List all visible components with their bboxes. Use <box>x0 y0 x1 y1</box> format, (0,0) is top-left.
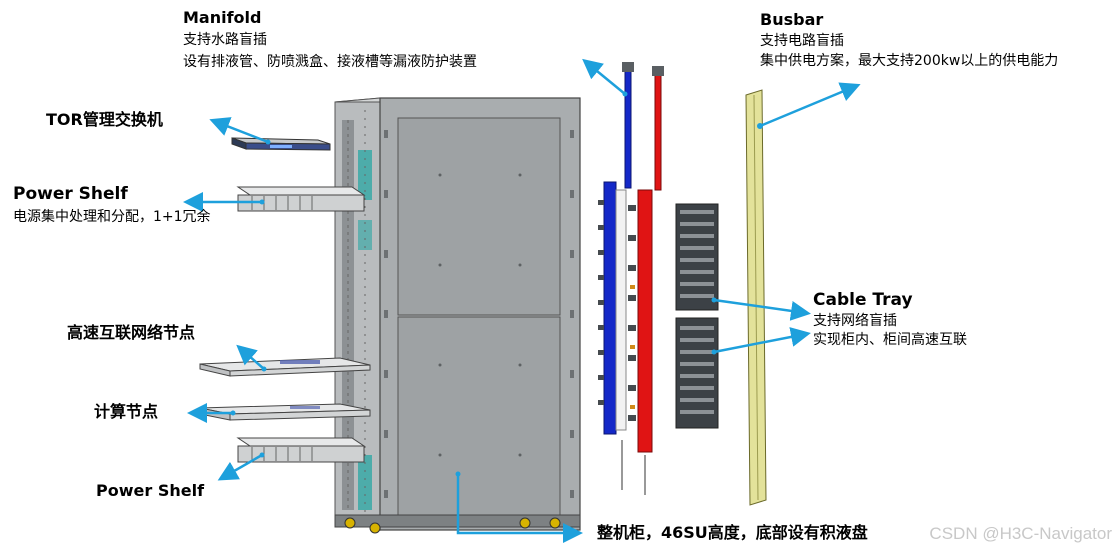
tor-switch-label: TOR管理交换机 <box>46 110 163 129</box>
leader-arrows <box>183 58 861 543</box>
manifold-desc-2: 设有排液管、防喷溅盒、接液槽等漏液防护装置 <box>183 54 477 70</box>
arrow-cabinet <box>456 474 583 543</box>
cable-tray-desc-2: 实现柜内、柜间高速互联 <box>813 332 967 348</box>
arrow-power-shelf-bottom <box>217 453 263 481</box>
busbar-title: Busbar <box>760 10 824 29</box>
cable-tray-title: Cable Tray <box>813 290 913 310</box>
arrow-busbar <box>759 82 861 128</box>
watermark: CSDN @H3C-Navigator <box>929 524 1112 543</box>
power-shelf-top-title: Power Shelf <box>13 184 128 204</box>
cable-tray-icon <box>675 203 719 429</box>
manifold-icon <box>598 62 664 495</box>
manifold-title: Manifold <box>183 8 262 27</box>
power-shelf-bottom-title: Power Shelf <box>96 481 205 500</box>
arrow-cable-tray-1 <box>713 298 811 321</box>
busbar-desc-1: 支持电路盲插 <box>760 33 844 49</box>
power-shelf-bottom-icon <box>236 437 366 463</box>
arrow-tor-switch <box>209 117 269 144</box>
tor-switch-icon <box>231 137 331 151</box>
interconnect-node-label: 高速互联网络节点 <box>67 323 196 342</box>
power-shelf-top-desc: 电源集中处理和分配，1+1冗余 <box>13 209 211 225</box>
cabinet-label: 整机柜，46SU高度，底部设有积液盘 <box>597 523 868 542</box>
power-shelf-top-icon <box>236 186 366 212</box>
cabinet-icon <box>334 97 581 534</box>
compute-node-label: 计算节点 <box>94 402 159 421</box>
arrow-interconnect-node <box>236 344 265 370</box>
busbar-icon <box>745 89 767 506</box>
busbar-desc-2: 集中供电方案，最大支持200kw以上的供电能力 <box>760 53 1059 69</box>
arrow-manifold <box>582 58 626 95</box>
cable-tray-desc-1: 支持网络盲插 <box>813 313 897 329</box>
manifold-desc-1: 支持水路盲插 <box>183 32 267 48</box>
interconnect-node-icon <box>199 357 371 377</box>
arrow-cable-tray-2 <box>713 327 811 354</box>
